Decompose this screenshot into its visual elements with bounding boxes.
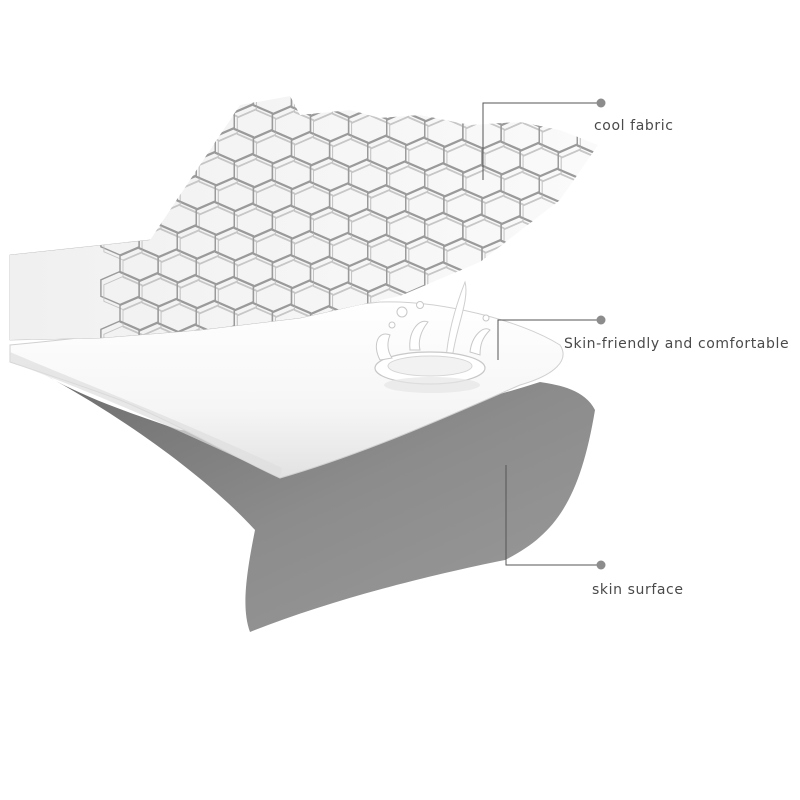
skin-surface-label: skin surface — [592, 582, 684, 598]
honeycomb-cell-depth — [561, 348, 599, 381]
honeycomb-cell — [557, 243, 597, 278]
honeycomb-cell — [576, 169, 598, 205]
honeycomb-cell — [538, 267, 578, 302]
honeycomb-cell-depth — [122, 103, 162, 138]
honeycomb-cell — [576, 268, 598, 304]
milk-splash-icon — [374, 280, 491, 393]
honeycomb-cell — [119, 147, 159, 183]
honeycomb-cell — [119, 197, 159, 232]
honeycomb-cell — [157, 100, 197, 135]
callout-skin-surface — [505, 465, 601, 566]
honeycomb-cell — [157, 149, 197, 185]
honeycomb-cell-depth — [560, 198, 598, 233]
honeycomb-cell — [557, 292, 597, 328]
callout-dot-icon — [596, 315, 606, 325]
honeycomb-cell — [176, 96, 217, 111]
honeycomb-cell-depth — [141, 129, 181, 164]
honeycomb-cell — [576, 219, 598, 254]
honeycomb-cell — [138, 322, 178, 340]
honeycomb-cell — [138, 96, 178, 110]
honeycomb-cell-depth — [599, 300, 637, 333]
honeycomb-cell-depth — [122, 153, 162, 188]
honeycomb-cell-depth — [579, 274, 598, 309]
honeycomb-cell-depth — [103, 325, 143, 340]
callout-skin-friendly — [497, 319, 601, 360]
skin-friendly-label: Skin-friendly and comfortable — [564, 336, 790, 352]
callout-dot-icon — [596, 560, 606, 570]
honeycomb-cell-depth — [465, 268, 505, 303]
honeycomb-cell-depth — [122, 202, 162, 237]
honeycomb-cell — [557, 193, 597, 229]
honeycomb-cell-depth — [579, 224, 598, 259]
honeycomb-cell-depth — [618, 276, 656, 309]
honeycomb-cell — [595, 195, 598, 231]
honeycomb-cell-depth — [599, 201, 637, 234]
honeycomb-cell-depth — [141, 327, 181, 340]
skin-surface-layer — [45, 375, 595, 632]
honeycomb-cell — [538, 217, 578, 253]
honeycomb-cell-depth — [560, 149, 598, 184]
honeycomb-cell — [176, 323, 217, 340]
honeycomb-cell-depth — [103, 177, 143, 211]
honeycomb-cell-depth — [522, 246, 562, 281]
honeycomb-cell-depth — [618, 177, 656, 210]
honeycomb-cell-depth — [599, 350, 637, 383]
honeycomb-cell-depth — [541, 222, 581, 257]
honeycomb-cell-depth — [103, 96, 143, 112]
honeycomb-cell-depth — [179, 329, 219, 340]
honeycomb-cell-depth — [160, 105, 200, 140]
honeycomb-cell — [367, 96, 407, 121]
honeycomb-cell — [119, 98, 159, 133]
honeycomb-cell-depth — [618, 375, 656, 408]
honeycomb-cell-depth — [103, 127, 143, 162]
honeycomb-cell — [500, 265, 540, 300]
honeycomb-cell — [557, 96, 597, 130]
honeycomb-cell-depth — [599, 251, 637, 284]
honeycomb-cell — [100, 96, 140, 108]
honeycomb-cell-depth — [522, 296, 562, 331]
honeycomb-cell — [615, 271, 653, 304]
callout-dot-icon — [596, 98, 606, 108]
honeycomb-cell — [100, 320, 140, 340]
honeycomb-cell-depth — [599, 152, 637, 185]
honeycomb-cell — [519, 241, 559, 276]
honeycomb-cell-depth — [579, 175, 598, 210]
honeycomb-cell-depth — [618, 227, 656, 260]
honeycomb-cell — [138, 124, 178, 159]
honeycomb-cell — [519, 96, 559, 128]
honeycomb-cell — [595, 245, 598, 280]
honeycomb-cell-depth — [560, 297, 598, 332]
honeycomb-cell — [615, 222, 653, 255]
honeycomb-cell-depth — [179, 96, 219, 116]
honeycomb-cell-depth — [141, 96, 181, 114]
honeycomb-cell — [138, 173, 178, 209]
honeycomb-cell — [100, 171, 140, 207]
honeycomb-cell — [615, 370, 653, 403]
honeycomb-cell-depth — [560, 248, 598, 283]
honeycomb-cell — [595, 146, 598, 181]
callout-cool-fabric — [482, 102, 601, 180]
honeycomb-cell — [100, 122, 140, 157]
honeycomb-cell — [443, 96, 483, 124]
honeycomb-cell — [615, 172, 653, 205]
honeycomb-cell-depth — [579, 125, 598, 160]
cool-fabric-label: cool fabric — [594, 118, 674, 134]
honeycomb-cell-depth — [503, 270, 543, 305]
honeycomb-cell — [481, 96, 521, 126]
honeycomb-cell — [462, 263, 502, 298]
honeycomb-cell-depth — [541, 272, 581, 307]
